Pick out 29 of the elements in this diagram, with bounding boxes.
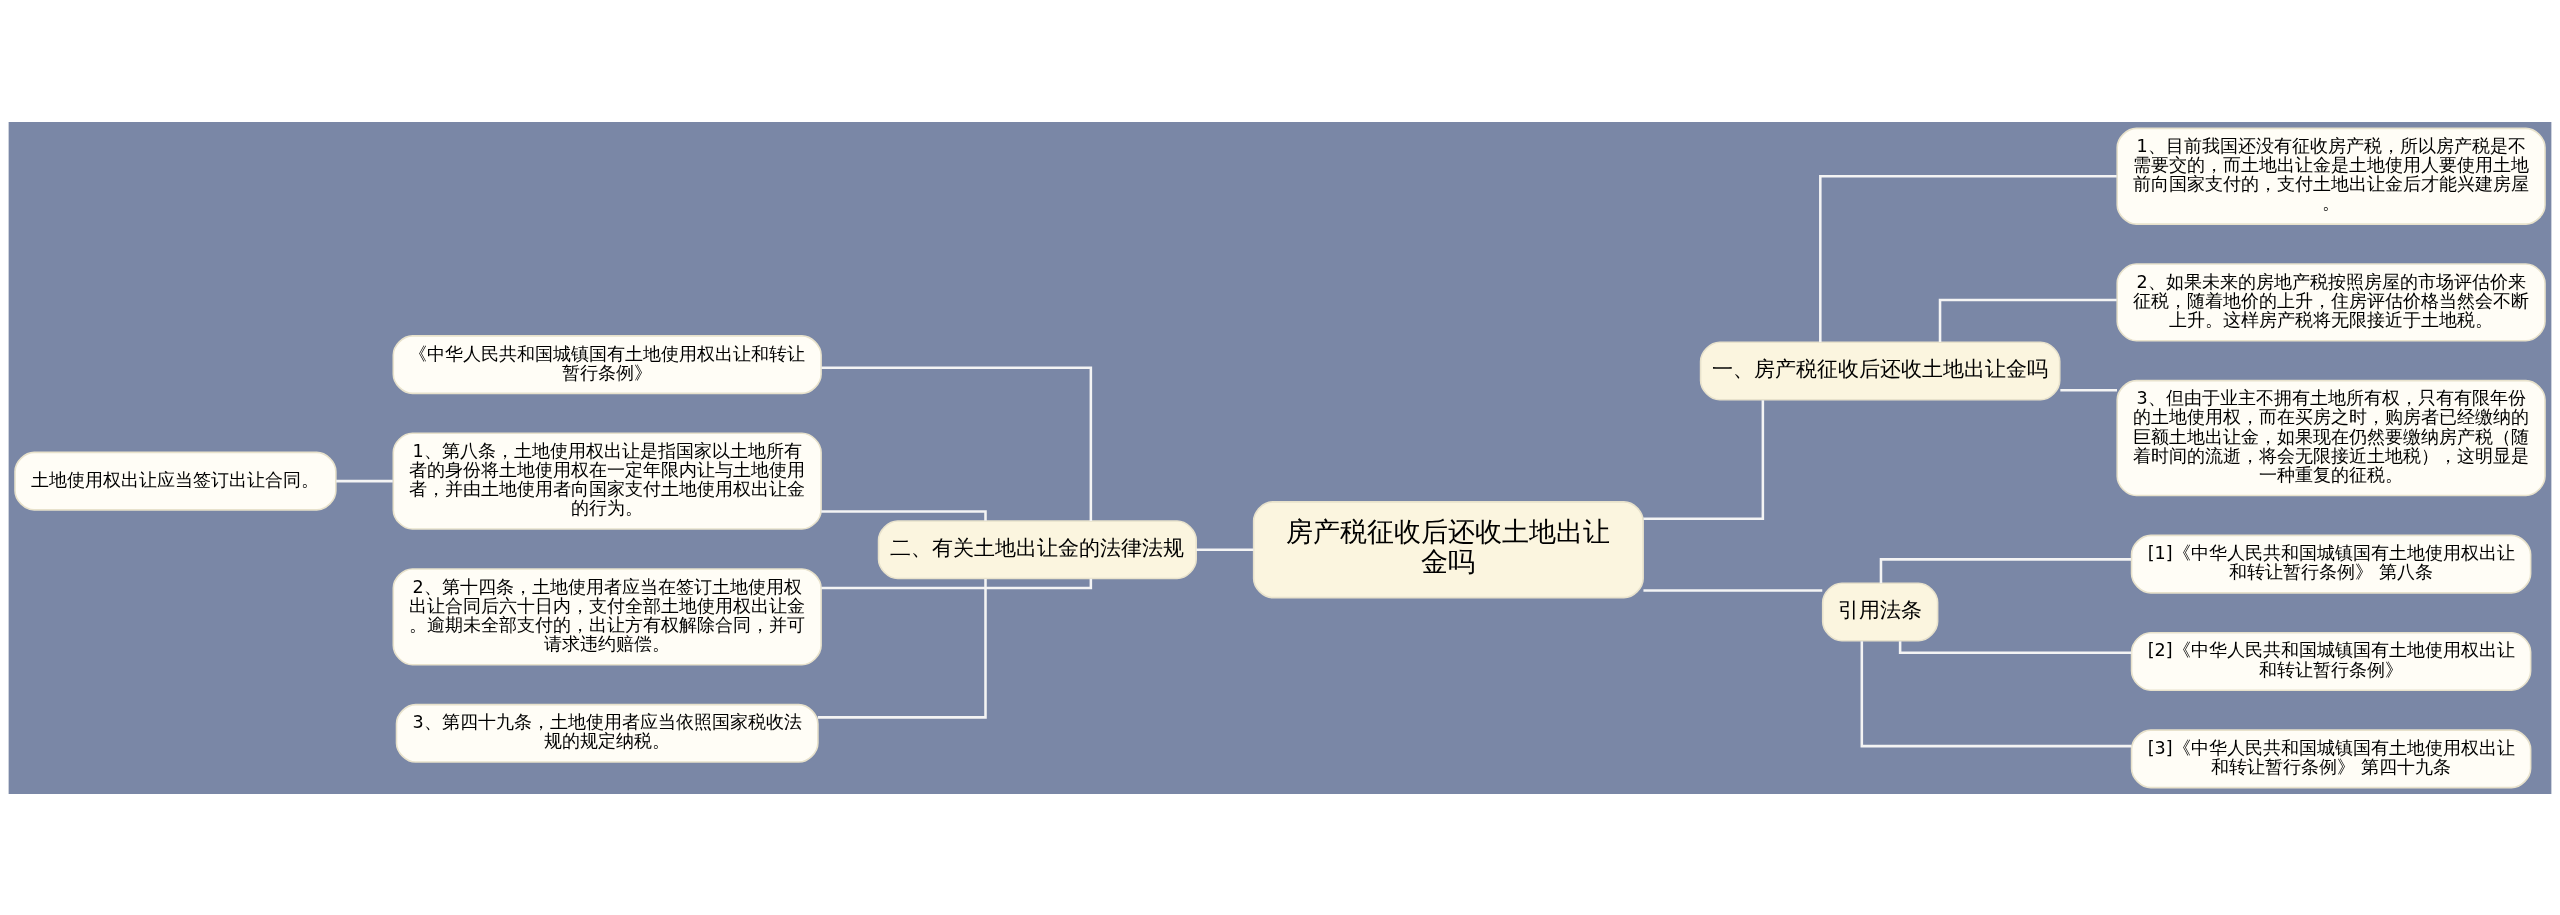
node-box: 土地使用权出让应当签订出让合同。 xyxy=(14,451,337,511)
connector xyxy=(1938,298,2117,342)
connector xyxy=(1819,174,2117,342)
connector xyxy=(821,366,1093,521)
connector xyxy=(2060,388,2117,391)
connector xyxy=(1879,557,2132,583)
node-box: 3、第四十九条，土地使用者应当依照国家税收法规的规定纳税。 xyxy=(395,703,819,763)
node-box: 1、目前我国还没有征收房产税，所以房产税是不需要交的，而土地出让金是土地使用人要使用土地前向国家支付的，支付土地出让金后才能兴建房屋。 xyxy=(2116,127,2546,225)
node-box: 引用法条 xyxy=(1821,582,1939,642)
node-box: 《中华人民共和国城镇国有土地使用权出让和转让暂行条例》 xyxy=(392,334,822,394)
node-box: 二、有关土地出让金的法律法规 xyxy=(877,519,1197,579)
connector xyxy=(1643,588,1823,592)
connector xyxy=(817,578,987,719)
node-box: 一、房产税征收后还收土地出让金吗 xyxy=(1699,340,2061,401)
node-box: 2、如果未来的房地产税按照房屋的市场评估价来征税，随着地价的上升，住房评估价格当然会不断上升。这样房产税将无限接近于土地税。 xyxy=(2116,262,2546,341)
connector xyxy=(1196,548,1254,551)
node-box: [1]《中华人民共和国城镇国有土地使用权出让和转让暂行条例》 第八条 xyxy=(2130,534,2532,594)
node-box: 1、第八条，土地使用权出让是指国家以土地所有者的身份将土地使用权在一定年限内让与土地使用者，并由土地使用者向国家支付土地使用权出让金的行为。 xyxy=(392,431,822,530)
connector xyxy=(1643,399,1765,520)
connector xyxy=(336,479,393,482)
connector xyxy=(1860,640,2132,747)
connector xyxy=(821,578,1093,589)
node-box: [2]《中华人民共和国城镇国有土地使用权出让和转让暂行条例》 xyxy=(2130,631,2532,691)
connector xyxy=(821,509,987,521)
node-box: 房产税征收后还收土地出让金吗 xyxy=(1252,500,1644,598)
node-box: 2、第十四条，土地使用者应当在签订土地使用权出让合同后六十日内，支付全部土地使用权出让金。逾期未全部支付的，出让方有权解除合同，并可请求违约赔偿。 xyxy=(392,567,822,665)
node-box: 3、但由于业主不拥有土地所有权，只有有限年份的土地使用权，而在买房之时，购房者已经缴纳的巨额土地出让金，如果现在仍然要缴纳房产税（随着时间的流逝，将会无限接近土地税），这明显是一种重复的征税。 xyxy=(2116,379,2546,496)
node-box: [3]《中华人民共和国城镇国有土地使用权出让和转让暂行条例》 第四十九条 xyxy=(2130,728,2532,788)
connector xyxy=(1898,640,2132,654)
